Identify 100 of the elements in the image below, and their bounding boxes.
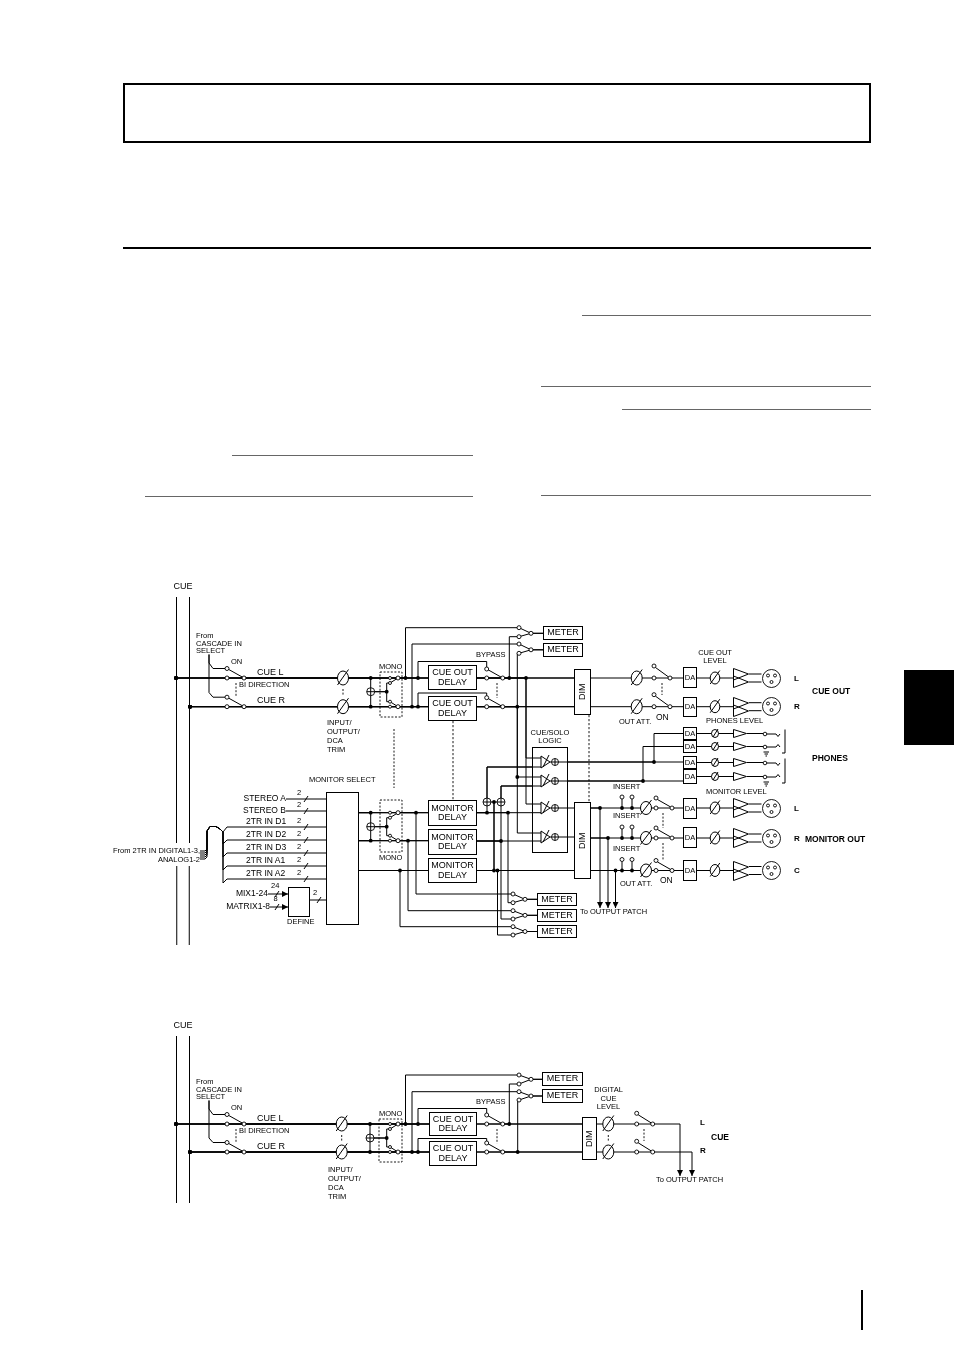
- xlr-connector-icon: [761, 861, 781, 880]
- link-line: [588, 714, 590, 803]
- chapter-tab: [904, 670, 954, 745]
- signal-label: CUE R: [257, 1141, 285, 1152]
- arrow: [590, 870, 619, 909]
- signal-line: [696, 706, 734, 708]
- signal-line: [748, 833, 762, 835]
- meter-block: METER: [542, 1072, 583, 1086]
- dim-block: DIM: [582, 1117, 597, 1160]
- meter-block: METER: [537, 925, 577, 938]
- signal-line: [696, 746, 734, 747]
- signal-line: [696, 807, 734, 809]
- signal-line: [748, 811, 762, 813]
- arrow: [596, 1151, 695, 1177]
- signal-line: [567, 836, 575, 838]
- signal-line: [696, 677, 734, 679]
- channel-label: L: [794, 673, 799, 683]
- section-title: CUE: [711, 1133, 729, 1143]
- signal-label: 2TR IN D3: [246, 842, 287, 853]
- signal-line: [748, 673, 762, 675]
- bus-label: CUE: [173, 582, 193, 592]
- amplifier-icon: [733, 668, 749, 688]
- signal-line: [476, 706, 533, 834]
- signal-label: 2TR IN D2: [246, 829, 287, 840]
- source-label: MIX1-24: [235, 889, 268, 899]
- arrow: [596, 1123, 683, 1177]
- signal-line: [696, 762, 734, 763]
- signal-label: 2TR IN A1: [246, 855, 286, 866]
- source-label: STEREO A: [243, 794, 286, 804]
- channel-label: L: [700, 1118, 705, 1128]
- signal-line: [285, 810, 327, 812]
- meter-block: METER: [537, 909, 577, 922]
- signal-line: [208, 1100, 430, 1153]
- amplifier-icon: [733, 758, 747, 781]
- amplifier-icon: [733, 729, 747, 751]
- signal-line: [748, 874, 762, 875]
- channel-label: R: [700, 1146, 706, 1156]
- signal-line: [590, 837, 684, 839]
- section-title: MONITOR OUT: [805, 835, 866, 845]
- meter-block: METER: [543, 643, 583, 657]
- signal-line: [476, 1095, 543, 1153]
- arrow: [590, 837, 611, 909]
- signal-label: CUE R: [257, 695, 285, 706]
- arrow: [267, 891, 289, 897]
- control-label: ON: [660, 876, 673, 886]
- dim-block: DIM: [574, 669, 591, 715]
- signal-label: CUE L: [257, 666, 284, 677]
- source-label: STEREO B: [243, 806, 286, 816]
- meter-block: METER: [537, 893, 577, 906]
- delay-block: CUE OUT DELAY: [429, 1141, 477, 1166]
- signal-line: [748, 710, 762, 712]
- signal-line: [476, 677, 533, 805]
- signal-line: [590, 706, 684, 708]
- signal-line: [476, 812, 538, 904]
- signal-line: [696, 870, 734, 871]
- meter-block: METER: [543, 626, 583, 640]
- dim-block: DIM: [574, 802, 591, 879]
- channel-label: R: [794, 702, 800, 712]
- signal-line: [309, 899, 327, 901]
- signal-line: [748, 681, 762, 683]
- channel-label: C: [794, 866, 800, 876]
- signal-label: 2TR IN D1: [246, 816, 287, 827]
- signal-line: [476, 870, 538, 936]
- arrow: [590, 807, 603, 909]
- phone-jack-icon: [763, 728, 787, 757]
- signal-line: [567, 761, 684, 763]
- xlr-connector-icon: [761, 798, 781, 818]
- signal-line: [696, 733, 734, 734]
- amplifier-icon: [733, 798, 749, 818]
- signal-line: [567, 780, 684, 782]
- signal-line: [567, 807, 575, 809]
- signal-line: [748, 803, 762, 805]
- signal-label: 2TR IN A2: [246, 868, 286, 879]
- signal-line: [199, 826, 327, 884]
- signal-line: [748, 841, 762, 843]
- xlr-connector-icon: [761, 828, 781, 848]
- signal-line: [285, 798, 327, 800]
- amplifier-icon: [733, 696, 749, 717]
- delay-block: MONITOR DELAY: [428, 800, 477, 826]
- phone-jack-icon: [763, 757, 787, 787]
- delay-block: CUE OUT DELAY: [428, 696, 477, 721]
- section-title: CUE OUT: [812, 687, 851, 697]
- amplifier-icon: [733, 860, 749, 881]
- bus-label: CUE: [173, 1021, 193, 1031]
- signal-line: [590, 807, 684, 809]
- signal-line: [696, 837, 734, 839]
- meter-block: METER: [542, 1089, 583, 1103]
- delay-block: CUE OUT DELAY: [429, 1112, 477, 1136]
- control-label: ON: [656, 713, 669, 723]
- delay-block: MONITOR DELAY: [428, 858, 477, 883]
- delay-block: MONITOR DELAY: [428, 829, 477, 855]
- signal-line: [748, 702, 762, 704]
- amplifier-icon: [733, 828, 749, 848]
- signal-line: [476, 840, 538, 920]
- section-title: PHONES: [812, 754, 848, 764]
- source-label: MATRIX1-8: [226, 902, 270, 912]
- xlr-connector-icon: [761, 697, 781, 717]
- link-line: [452, 720, 454, 801]
- xlr-connector-icon: [761, 668, 781, 688]
- signal-label: CUE L: [257, 1112, 284, 1123]
